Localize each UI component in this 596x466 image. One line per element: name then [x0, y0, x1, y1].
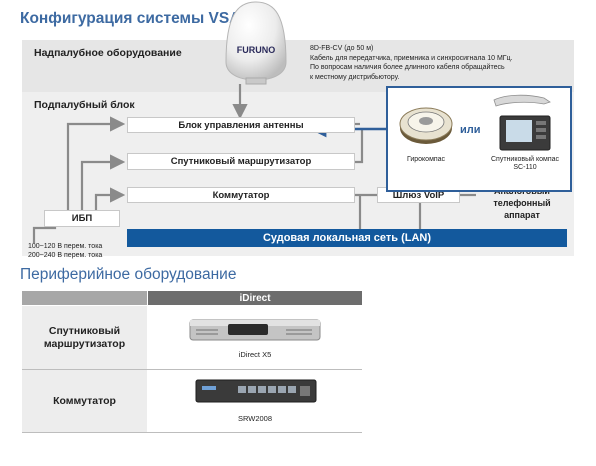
srw2008-switch-icon — [195, 379, 317, 403]
row-label-switch: Коммутатор — [22, 370, 147, 432]
model-idirect-x5: iDirect X5 — [238, 350, 272, 359]
or-label: или — [460, 124, 481, 136]
spec-line: к местному дистрибьютору. — [310, 73, 400, 81]
satellite-router: Спутниковый маршрутизатор — [127, 153, 355, 170]
spec-line: По вопросам наличия более длинного кабел… — [310, 64, 505, 71]
section-title-peripheral: Периферийное оборудование — [20, 266, 237, 283]
table-header-idirect: iDirect — [148, 291, 362, 305]
row-label-line: Спутниковый — [48, 324, 121, 337]
idirect-router-icon — [189, 319, 321, 341]
row-device-switch: SRW2008 — [148, 370, 362, 432]
below-deck-label: Подпалубный блок — [34, 99, 135, 111]
spec-line: 8D-FB-CV (до 50 м) — [310, 45, 374, 52]
row-device-router: iDirect X5 — [148, 306, 362, 369]
antenna-control-unit: Блок управления антенны — [127, 117, 355, 133]
network-switch: Коммутатор — [127, 187, 355, 203]
model-srw2008: SRW2008 — [237, 414, 273, 423]
above-deck-label: Надпалубное оборудование — [34, 47, 182, 59]
satellite-compass-label: Спутниковый компас SC-110 — [480, 156, 570, 172]
power-line: 100~120 В перем. тока — [28, 243, 103, 250]
gyrocompass-icon — [399, 107, 453, 144]
antenna-brand: FURUNO — [237, 45, 276, 55]
sat-compass-line: Спутниковый компас — [491, 156, 559, 163]
antenna-dome-icon: FURUNO — [225, 1, 287, 85]
power-specs: 100~120 В перем. тока 200~240 В перем. т… — [28, 242, 102, 260]
table-row: Спутниковый маршрутизатор iDirect X5 — [22, 306, 362, 370]
power-line: 200~240 В перем. тока — [28, 252, 103, 259]
above-deck-zone — [22, 40, 574, 92]
row-label-router: Спутниковый маршрутизатор — [22, 306, 147, 369]
sat-compass-line: SC-110 — [513, 164, 537, 171]
table-header: iDirect — [22, 291, 362, 305]
ups-box: ИБП — [44, 210, 120, 227]
row-label-line: маршрутизатор — [43, 337, 126, 350]
phone-line: телефонный аппарат — [493, 198, 551, 220]
ship-lan-bar: Судовая локальная сеть (LAN) — [127, 229, 567, 247]
table-row: Коммутатор SRW2008 — [22, 370, 362, 433]
cable-specs: 8D-FB-CV (до 50 м) Кабель для передатчик… — [310, 44, 513, 82]
satellite-compass-icon — [493, 94, 551, 151]
row-label-line: Коммутатор — [53, 394, 116, 407]
page-title: Конфигурация системы VSAT — [20, 10, 249, 27]
peripheral-compass-box: Гирокомпас или Спутниковый компас SC-110 — [386, 86, 572, 192]
spec-line: Кабель для передатчика, приемника и синх… — [310, 54, 513, 62]
table-header-blank — [22, 291, 147, 305]
gyrocompass-label: Гирокомпас — [406, 156, 446, 163]
